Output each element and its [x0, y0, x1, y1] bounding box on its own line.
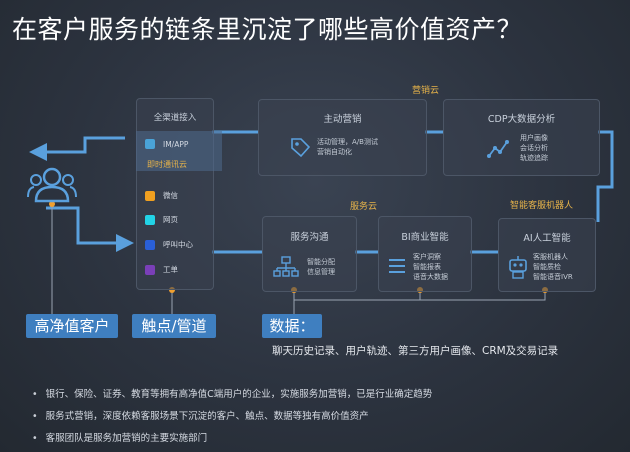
ai-box: AI人工智能 客服机器人 智能质检 智能语音IVR	[498, 218, 596, 292]
instant-cloud-label: 即时通讯云	[147, 160, 187, 169]
service-cloud-label: 服务云	[350, 202, 378, 212]
channel-item-callcenter[interactable]: 呼叫中心	[145, 239, 193, 250]
channel-item-wechat[interactable]: 微信	[145, 190, 178, 201]
cdp-line-2: 会话分析	[520, 144, 548, 152]
robot-cloud-label: 智能客服机器人	[510, 201, 574, 211]
page-title: 在客户服务的链条里沉淀了哪些高价值资产？	[12, 15, 523, 44]
arrow-to-customer	[29, 136, 125, 161]
service-comm-line-1: 智能分配	[307, 258, 335, 266]
bullet-item-2: •服务式营销，深度依赖客服场景下沉淀的客户、触点、数据等独有高价值资产	[32, 411, 369, 422]
ai-line-2: 智能质检	[533, 263, 561, 271]
ticket-icon	[145, 264, 155, 275]
customer-group-icon	[27, 167, 77, 203]
touchpoint-label: 触点/管道	[132, 314, 216, 338]
arrow-to-channel	[46, 206, 134, 252]
bi-box: BI商业智能 客户洞察 智能报表 语音大数据	[378, 216, 472, 292]
data-label: 数据：	[262, 314, 322, 338]
customer-label: 高净值客户	[26, 314, 118, 338]
im-icon	[145, 139, 155, 149]
link-cdp-robot	[596, 130, 614, 222]
ai-line-3: 智能语音IVR	[533, 273, 573, 281]
bi-line-3: 语音大数据	[413, 273, 448, 281]
bi-line-1: 客户洞察	[413, 253, 441, 261]
im-highlight	[136, 131, 222, 171]
marketing-cloud-label: 营销云	[412, 86, 440, 96]
callcenter-icon	[145, 239, 155, 250]
cdp-line-1: 用户画像	[520, 134, 548, 142]
channel-header: 全渠道接入	[153, 113, 197, 123]
report-lines-icon	[389, 259, 405, 273]
ai-title: AI人工智能	[523, 233, 571, 244]
active-marketing-box: 主动营销 活动管理，A/B测试 营销自动化	[258, 99, 427, 176]
service-comm-box: 服务沟通 智能分配 信息管理	[262, 216, 357, 292]
service-comm-title: 服务沟通	[290, 232, 329, 243]
trend-chart-icon	[487, 140, 509, 158]
active-marketing-title: 主动营销	[323, 114, 362, 125]
bi-title: BI商业智能	[401, 232, 449, 243]
channel-item-web[interactable]: 网页	[145, 214, 178, 225]
org-chart-icon	[273, 256, 299, 277]
service-comm-line-2: 信息管理	[307, 268, 335, 276]
active-marketing-line-2: 营销自动化	[317, 148, 352, 156]
web-icon	[145, 214, 155, 225]
cdp-title: CDP大数据分析	[487, 114, 556, 125]
channel-item-ticket[interactable]: 工单	[145, 264, 178, 275]
wechat-icon	[145, 190, 155, 201]
tag-icon	[291, 138, 311, 158]
cdp-line-3: 轨迹追踪	[520, 154, 548, 162]
robot-icon	[509, 256, 527, 279]
bi-line-2: 智能报表	[413, 263, 441, 271]
bullet-item-3: •客服团队是服务加营销的主要实施部门	[32, 433, 208, 444]
bullet-item-1: •银行、保险、证券、教育等拥有高净值C端用户的企业，实施服务加营销，已是行业确定…	[32, 389, 433, 400]
channel-panel: 全渠道接入 IM/APP 即时通讯云 微信 网页 呼叫中心 工单	[136, 98, 222, 290]
ai-line-1: 客服机器人	[533, 253, 568, 261]
channel-item-im[interactable]: IM/APP	[145, 139, 188, 149]
dot-customer	[49, 201, 55, 207]
cdp-box: CDP大数据分析 用户画像 会话分析 轨迹追踪	[443, 99, 600, 176]
active-marketing-line-1: 活动管理，A/B测试	[317, 138, 378, 146]
data-description: 聊天历史记录、用户轨迹、第三方用户画像、CRM及交易记录	[272, 345, 559, 357]
